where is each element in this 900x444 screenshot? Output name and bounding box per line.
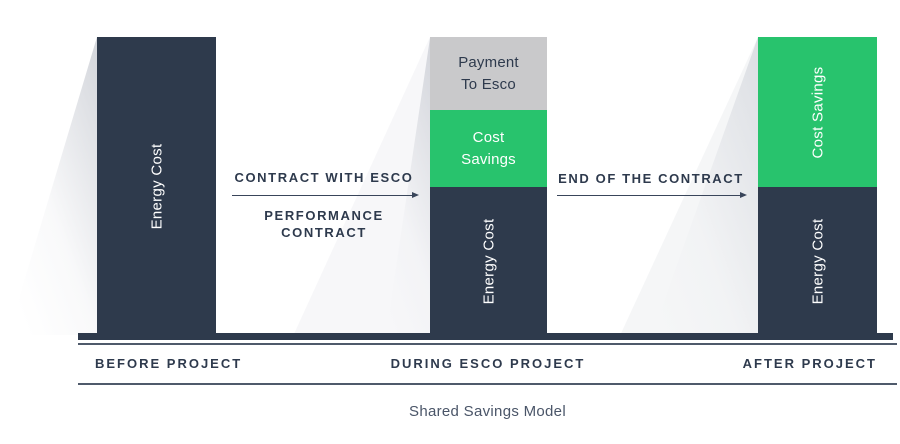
right-arrow-icon (557, 192, 747, 198)
shadow-beam-during (386, 38, 430, 335)
contract-with-esco-label: CONTRACT WITH ESCO (234, 170, 414, 185)
segment-cost-savings: Cost Savings (430, 110, 547, 187)
segment-label-energy-cost: Energy Cost (809, 218, 826, 304)
shadow-beam-after-wide (620, 37, 758, 335)
diagram-caption: Shared Savings Model (409, 403, 566, 420)
baseline-thin-bottom (78, 383, 897, 385)
segment-label-wrap: Energy Cost (758, 187, 877, 335)
segment-energy-cost: Energy Cost (430, 187, 547, 335)
segment-energy-cost: Energy Cost (97, 37, 216, 335)
segment-cost-savings: Cost Savings (758, 37, 877, 187)
end-of-contract-label: END OF THE CONTRACT (558, 171, 744, 186)
shadow-beam-after (652, 37, 758, 335)
segment-energy-cost: Energy Cost (758, 187, 877, 335)
stage-label-before-project: BEFORE PROJECT (95, 356, 243, 371)
segment-label-payment-to-esco: Payment To Esco (458, 53, 519, 93)
baseline-thick (78, 333, 893, 340)
bar-during-esco-project: Payment To Esco Cost Savings Energy Cost (430, 37, 547, 335)
segment-payment-to-esco: Payment To Esco (430, 37, 547, 110)
segment-label-cost-savings: Cost Savings (461, 128, 516, 168)
bar-before-project: Energy Cost (97, 37, 216, 335)
segment-label-energy-cost: Energy Cost (148, 143, 165, 229)
stage-label-during-esco-project: DURING ESCO PROJECT (390, 356, 586, 371)
segment-label-cost-savings: Cost Savings (808, 66, 826, 158)
segment-label-energy-cost: Energy Cost (480, 218, 497, 304)
stage-label-after-project: AFTER PROJECT (742, 356, 877, 371)
segment-label-wrap: Cost Savings (758, 37, 877, 187)
shadow-beam-during-wide (293, 37, 430, 335)
performance-contract-label: PERFORMANCE CONTRACT (264, 208, 384, 240)
segment-label-wrap: Energy Cost (97, 37, 216, 335)
segment-label-wrap: Energy Cost (430, 187, 547, 335)
right-arrow-icon (232, 192, 419, 198)
shadow-beam-before (8, 37, 97, 335)
bar-after-project: Cost Savings Energy Cost (758, 37, 877, 335)
baseline-thin-top (78, 343, 897, 345)
